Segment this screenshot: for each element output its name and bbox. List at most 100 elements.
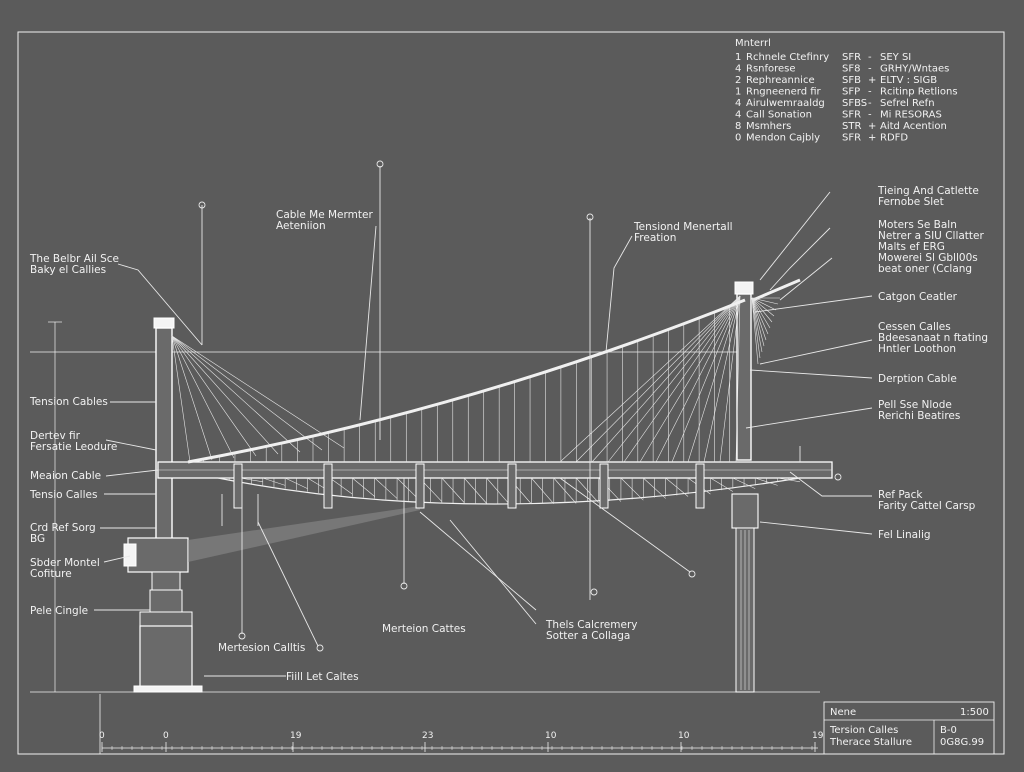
label-tension-material: Tensiond Menertall [633,221,733,233]
fan-cable [639,295,741,463]
callout-marker [590,588,598,596]
label-moters: Netrer a SIU Cllatter [878,230,984,242]
legend-row-separator: + [868,133,876,144]
fan-cable [171,335,257,457]
label-mertesion: Mertesion Calltis [218,642,305,654]
legend-row-value: SEY SI [880,52,911,63]
legend-row-value: Sefrel Refn [880,98,935,109]
legend-row-value: Mi RESORAS [880,110,942,121]
leader-line [105,469,159,477]
deck-underslung-chord [217,477,801,505]
legend-row-code: STR [842,121,861,132]
callout-marker [400,582,408,590]
label-cable-member: Aeteniion [276,220,326,232]
legend-row-value: GRHY/Wntaes [880,64,949,75]
legend-row-value: ELTV : SIGB [880,75,937,86]
fan-cable [751,297,769,335]
left-tower-base-block [127,537,189,573]
legend-row-code: SFP [842,87,860,98]
fan-cable [703,295,741,463]
callout-marker [316,644,324,652]
fan-cable [171,335,323,451]
leader-line [759,521,873,535]
title-block-drawing-name: Tersion Calles [829,725,898,736]
scale-tick-label: 0 [99,731,105,741]
fan-cable [559,295,741,463]
label-sbder-montel: Cofiture [30,568,72,580]
fan-cable [591,295,741,463]
fan-cable [171,335,301,453]
main-cable [187,298,746,464]
label-moters: beat oner (Cclang [878,263,972,275]
leader-line [759,191,831,281]
anchor-light-beam [188,506,420,562]
scale-tick-label: 23 [422,731,433,741]
leader-line [559,477,691,573]
legend-row-separator: + [868,121,876,132]
deck-post [233,463,243,509]
label-moters: Malts ef ERG [878,241,945,253]
legend-row-separator: + [868,75,876,86]
leader-line [779,257,833,301]
legend-row-number: 4 [735,110,741,121]
label-tension-material: Freation [634,232,676,244]
fan-cable [171,335,213,461]
legend-row-code: SF8 [842,64,860,75]
legend-row-code: SFB [842,75,861,86]
left-tower-cap [153,317,175,329]
left-pedestal-block [139,625,193,689]
scale-tick-label: 10 [678,731,690,741]
right-tower-cap [734,281,754,295]
leader-line [449,519,537,625]
label-tension-cables: Tension Cables [29,396,108,408]
right-tower [731,278,801,693]
legend-row-name: Msmhers [746,121,791,132]
label-cessen: Bdeesanaat n ftating [878,332,988,344]
label-meaion-cable: Meaion Cable [30,470,101,482]
left-pedestal-collar [139,611,193,627]
legend-row-name: Rngneenerd fir [746,87,822,98]
legend-row-name: Rchnele Ctefinry [746,52,829,63]
label-pell-sse: Rerichi Beatires [878,410,960,422]
label-crd-ref: Crd Ref Sorg [30,522,96,534]
leader-line [257,521,319,647]
label-main-size: Baky el Callies [30,264,106,276]
label-ref-pack: Ref Pack [878,489,923,501]
bridge-deck [157,461,833,509]
fan-cable [751,297,779,305]
legend-row-name: Airulwemraaldg [746,98,825,109]
legend-row-value: RDFD [880,133,908,144]
left-tower [123,317,203,693]
legend-row-code: SFR [842,110,861,121]
left-pedestal-neck [149,589,183,613]
label-moters: Moters Se Baln [878,219,957,231]
leader-line [103,555,131,563]
fan-cable [735,295,741,463]
leader-lines [94,160,873,677]
leader-line [789,471,872,497]
fan-cable [655,295,741,463]
title-block-scale: 1:500 [960,707,989,718]
fan-cable [751,297,761,359]
fan-cable [751,297,759,365]
label-ref-pack: Farity Cattel Carsp [878,500,976,512]
leader-line [359,225,377,421]
deck-post [323,463,333,509]
legend-row-number: 1 [735,52,741,63]
label-pell-sse: Pell Sse Nlode [878,399,952,411]
legend-row-number: 8 [735,121,741,132]
fan-cable [751,297,767,341]
legend-row-name: Rsnforese [746,64,796,75]
scale-tick-label: 10 [545,731,557,741]
legend-row-separator: - [868,98,872,109]
callout-marker [238,632,246,640]
title-block-number: 0G8G.99 [940,737,984,748]
callout-marker [586,213,594,221]
left-tower-base-plate [123,543,137,567]
label-tieing: Fernobe Slet [878,196,944,208]
label-merteion-cattes: Merteion Cattes [382,623,466,635]
scale-tick-label: 0 [163,731,169,741]
